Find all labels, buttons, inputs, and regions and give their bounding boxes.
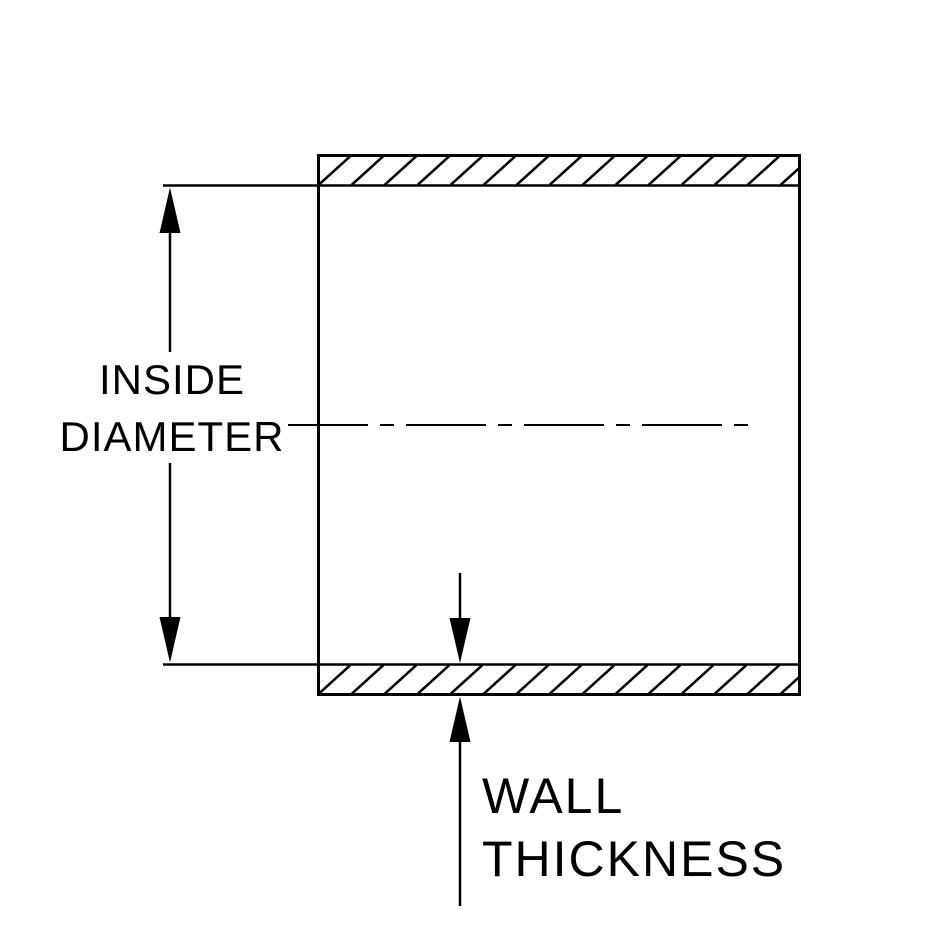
- tube-wall-top-hatch: [317, 154, 801, 187]
- wall-thickness-label-line-1: WALL: [482, 768, 624, 824]
- arrow-up-icon: [449, 696, 471, 742]
- inside-diameter-label-line-1: INSIDE: [99, 356, 245, 403]
- inside-diameter-dimension: INSIDE DIAMETER: [59, 184, 318, 666]
- arrow-down-icon: [449, 618, 471, 663]
- arrow-up-icon: [159, 187, 181, 233]
- wall-thickness-dimension: WALL THICKNESS: [449, 573, 786, 906]
- tube-wall-bottom-hatch: [317, 663, 801, 696]
- tube-cross-section: [288, 154, 801, 696]
- arrow-down-icon: [159, 617, 181, 663]
- inside-diameter-label-line-2: DIAMETER: [59, 413, 284, 460]
- wall-thickness-label-line-2: THICKNESS: [482, 831, 786, 887]
